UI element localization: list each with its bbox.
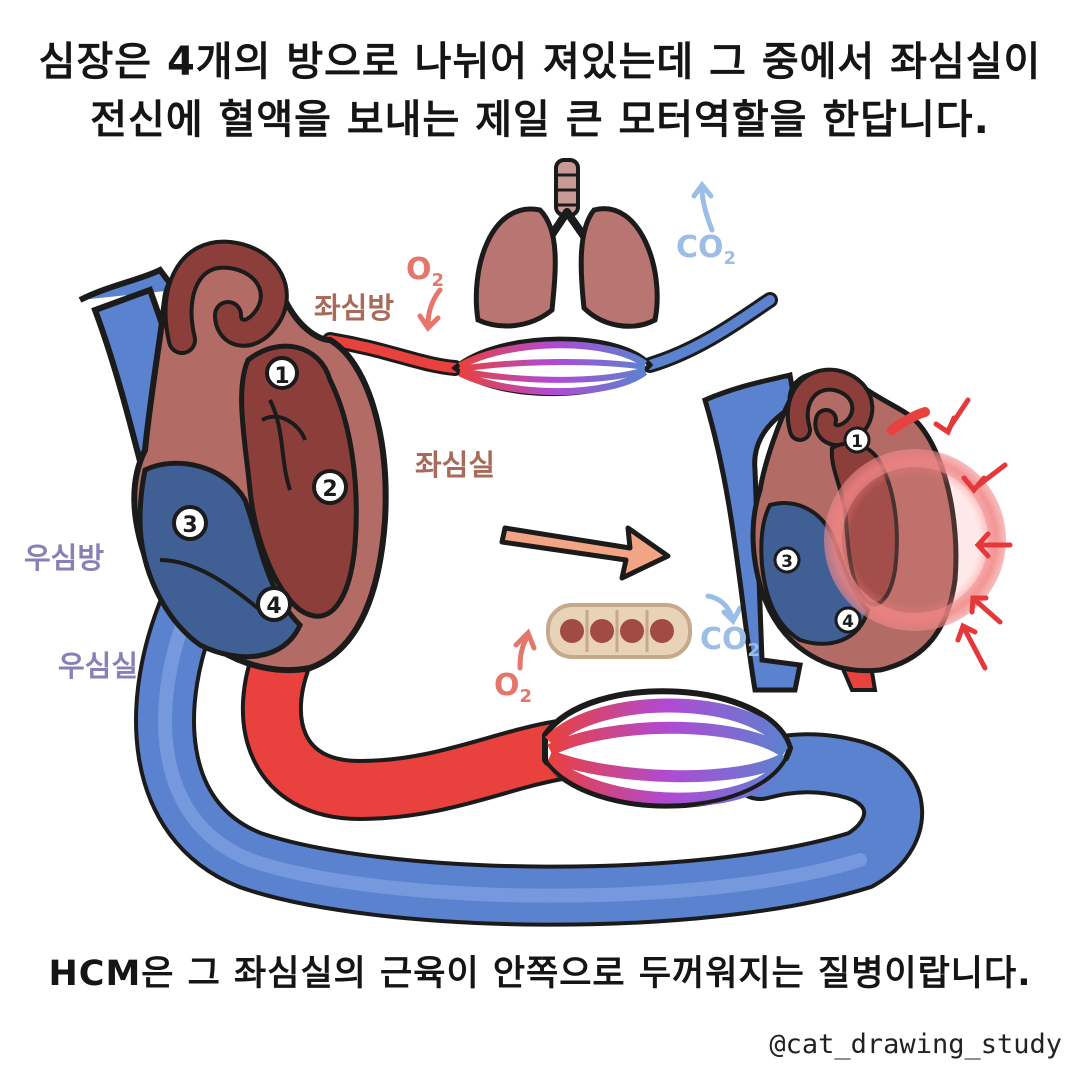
- hcm-chamber-3-badge: 3: [773, 546, 801, 574]
- chamber-1-number: 1: [274, 364, 289, 389]
- co2-subscript: 2: [747, 640, 761, 661]
- co2-label-lungs: CO2: [676, 230, 736, 269]
- co2-label-cells: CO2: [700, 622, 760, 661]
- co2-letters: CO: [676, 230, 724, 265]
- body-capillaries: [542, 688, 794, 809]
- label-right-ventricle: 우심실: [58, 649, 139, 683]
- hcm-chamber-4-badge: 4: [834, 606, 862, 634]
- o2-label-lungs: O2: [406, 252, 444, 291]
- chamber-3-number: 3: [182, 513, 197, 538]
- o2-arrow-cells: [513, 628, 537, 671]
- co2-subscript: 2: [723, 248, 737, 269]
- o2-letter: O: [406, 252, 432, 287]
- o2-label-cells: O2: [494, 668, 532, 707]
- chamber-1-badge: 1: [265, 356, 299, 390]
- chamber-4-badge: 4: [256, 586, 292, 622]
- headline-line-2: 전신에 혈액을 보내는 제일 큰 모터역할을 한답니다.: [90, 97, 990, 143]
- co2-letters: CO: [700, 622, 748, 657]
- co2-arrow-lungs: [691, 180, 715, 233]
- arrow-right-icon: [499, 525, 671, 581]
- footer-caption: HCM은 그 좌심실의 근육이 안쪽으로 두꺼워지는 질병이랍니다.: [48, 954, 1032, 994]
- lungs-icon: [473, 158, 660, 329]
- body-vein-loop: [134, 574, 925, 927]
- o2-arrow-lungs: [417, 287, 443, 332]
- o2-subscript: 2: [519, 686, 533, 707]
- chamber-2-badge: 2: [312, 469, 348, 505]
- blood-cells-icon: [546, 603, 692, 659]
- thickening-ring: [823, 448, 1007, 632]
- lung-capillaries: [322, 292, 778, 397]
- hcm-chamber-3-number: 3: [781, 552, 793, 572]
- label-right-atrium: 우심방: [24, 541, 105, 575]
- label-left-ventricle: 좌심실: [415, 448, 496, 482]
- co2-arrow-cells: [705, 593, 743, 626]
- body-artery: [240, 619, 591, 822]
- headline-line-1: 심장은 4개의 방으로 나뉘어 져있는데 그 중에서 좌심실이: [38, 39, 1042, 85]
- chamber-4-number: 4: [266, 594, 281, 619]
- hcm-chamber-1-badge: 1: [843, 426, 871, 454]
- o2-letter: O: [494, 668, 520, 703]
- hcm-chamber-1-number: 1: [851, 432, 863, 452]
- hcm-chamber-4-number: 4: [842, 612, 854, 632]
- chamber-2-number: 2: [322, 477, 337, 502]
- label-left-atrium: 좌심방: [314, 291, 395, 325]
- o2-subscript: 2: [431, 270, 445, 291]
- credit-handle: @cat_drawing_study: [769, 1029, 1062, 1060]
- pressure-arrows: [933, 397, 1013, 671]
- chamber-3-badge: 3: [172, 505, 208, 541]
